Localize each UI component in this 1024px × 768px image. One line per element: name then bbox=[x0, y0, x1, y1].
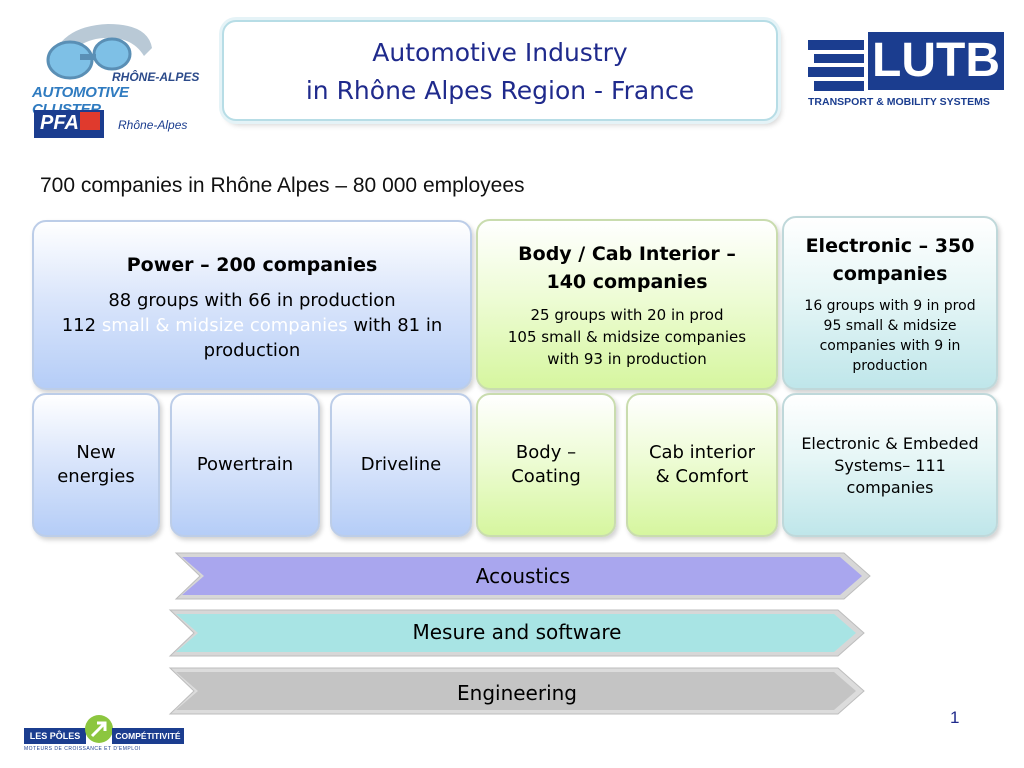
lutb-emblem-icon bbox=[808, 40, 864, 91]
pfa-region: Rhône-Alpes bbox=[118, 118, 188, 132]
powertrain-label: Powertrain bbox=[196, 454, 294, 475]
poles-arrow-icon bbox=[85, 715, 113, 743]
title-box: Automotive Industry in Rhône Alpes Regio… bbox=[222, 20, 778, 121]
driveline-label: Driveline bbox=[360, 454, 442, 475]
mesure-label: Mesure and software bbox=[412, 620, 622, 644]
body-heading-2: 140 companies bbox=[546, 271, 708, 293]
cluster-emblem-icon bbox=[46, 24, 152, 80]
electronic-line-2: 95 small & midsize bbox=[823, 318, 957, 334]
acoustics-arrow-shape bbox=[174, 552, 871, 600]
poles-left-text: LES PÔLES DE bbox=[24, 728, 86, 757]
cab-interior-card: Cab interior & Comfort bbox=[626, 393, 778, 537]
new-energies-label-1: New bbox=[76, 442, 116, 463]
new-energies-card: New energies bbox=[32, 393, 160, 537]
body-line-2: 105 small & midsize companies bbox=[507, 328, 747, 346]
power-line-3: production bbox=[203, 340, 301, 361]
subtitle: 700 companies in Rhône Alpes – 80 000 em… bbox=[40, 174, 525, 197]
power-line-1: 88 groups with 66 in production bbox=[108, 290, 396, 311]
engineering-arrow-shape bbox=[168, 667, 865, 715]
electronic-line-1: 16 groups with 9 in prod bbox=[804, 298, 976, 314]
lutb-tagline: TRANSPORT & MOBILITY SYSTEMS bbox=[808, 96, 990, 108]
body-coating-label-1: Body – bbox=[515, 442, 577, 463]
pfa-logo: PFA bbox=[34, 110, 104, 138]
poles-right-text: COMPÉTITIVITÉ bbox=[112, 728, 184, 744]
body-line-3: with 93 in production bbox=[547, 350, 707, 368]
power-line-2-suffix: with 81 in bbox=[347, 315, 443, 336]
lutb-logo: LUTB TRANSPORT & MOBILITY SYSTEMS bbox=[808, 32, 1008, 114]
electronic-line-3: companies with 9 in bbox=[819, 338, 961, 354]
mesure-arrow-shape bbox=[168, 609, 865, 657]
engineering-band: Engineering bbox=[166, 665, 868, 717]
power-line-2: 112 small & midsize companies with 81 in bbox=[34, 313, 470, 338]
cab-interior-label-1: Cab interior bbox=[648, 442, 756, 463]
electronic-systems-label-2: Systems– 111 bbox=[834, 456, 946, 475]
cluster-name-line1: RHÔNE-ALPES bbox=[112, 70, 200, 84]
acoustics-band: Acoustics bbox=[172, 550, 874, 602]
page-number: 1 bbox=[950, 708, 960, 727]
electronic-card: Electronic – 350 companies 16 groups wit… bbox=[782, 216, 998, 390]
acoustics-label: Acoustics bbox=[475, 564, 571, 588]
new-energies-label-2: energies bbox=[57, 466, 135, 487]
body-coating-label-2: Coating bbox=[511, 466, 581, 487]
poles-tagline: MOTEURS DE CROISSANCE ET D'EMPLOI bbox=[24, 746, 141, 752]
body-coating-card: Body – Coating bbox=[476, 393, 616, 537]
body-card: Body / Cab Interior – 140 companies 25 g… bbox=[476, 219, 778, 390]
electronic-systems-card: Electronic & Embeded Systems– 111 compan… bbox=[782, 393, 998, 537]
electronic-heading-1: Electronic – 350 bbox=[805, 235, 975, 257]
electronic-systems-label-3: companies bbox=[846, 478, 934, 497]
engineering-label: Engineering bbox=[457, 681, 577, 705]
body-line-1: 25 groups with 20 in prod bbox=[530, 306, 724, 324]
powertrain-card: Powertrain bbox=[170, 393, 320, 537]
lutb-name: LUTB bbox=[868, 32, 1004, 90]
body-heading-1: Body / Cab Interior – bbox=[518, 243, 736, 265]
power-card: Power – 200 companies 88 groups with 66 … bbox=[32, 220, 472, 390]
cab-interior-label-2: & Comfort bbox=[655, 466, 749, 487]
automotive-cluster-logo: RHÔNE-ALPES AUTOMOTIVE CLUSTER PFA Rhône… bbox=[30, 18, 200, 140]
title-line-1: Automotive Industry bbox=[372, 38, 628, 67]
power-line-2-highlight: small & midsize companies bbox=[101, 315, 348, 336]
pfa-text: PFA bbox=[40, 112, 79, 134]
power-line-2-prefix: 112 bbox=[61, 315, 102, 336]
power-heading: Power – 200 companies bbox=[126, 254, 378, 276]
driveline-card: Driveline bbox=[330, 393, 472, 537]
electronic-heading-2: companies bbox=[832, 263, 948, 285]
title-line-2: in Rhône Alpes Region - France bbox=[305, 76, 695, 105]
electronic-line-4: production bbox=[852, 358, 928, 374]
mesure-band: Mesure and software bbox=[166, 607, 868, 659]
poles-competitivite-logo: LES PÔLES DE COMPÉTITIVITÉ MOTEURS DE CR… bbox=[24, 714, 184, 757]
electronic-systems-label-1: Electronic & Embeded bbox=[801, 434, 979, 453]
